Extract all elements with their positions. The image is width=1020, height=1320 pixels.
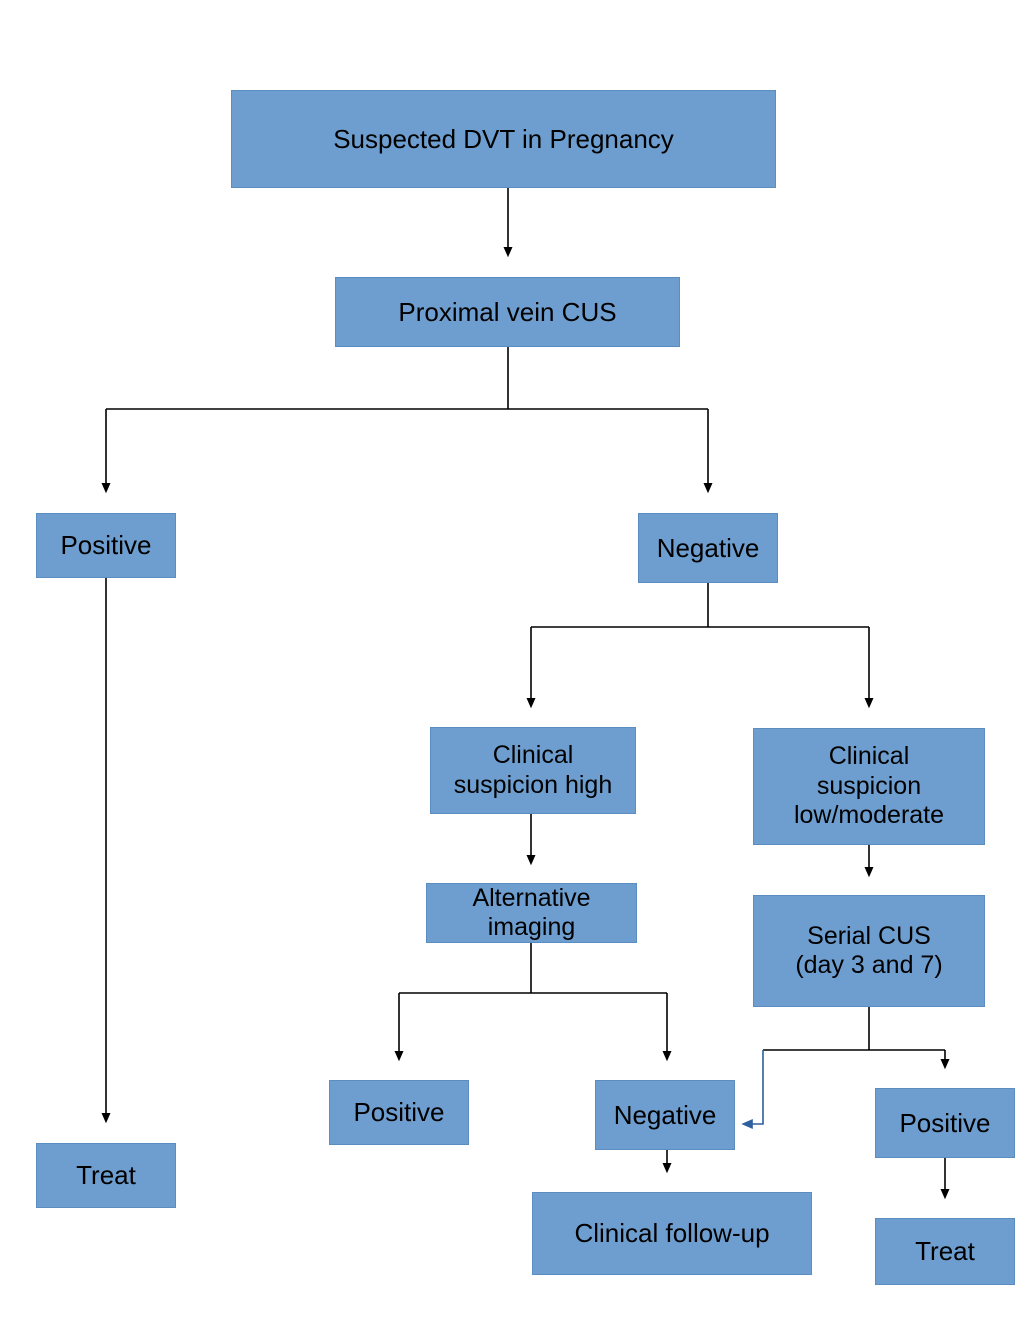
node-alternative-imaging[interactable]: Alternative imaging bbox=[426, 883, 637, 943]
node-clinical-suspicion-high[interactable]: Clinical suspicion high bbox=[430, 727, 636, 814]
node-suspected-dvt[interactable]: Suspected DVT in Pregnancy bbox=[231, 90, 776, 188]
node-cus-positive[interactable]: Positive bbox=[36, 513, 176, 578]
node-alt-imaging-negative[interactable]: Negative bbox=[595, 1080, 735, 1150]
node-serial-cus[interactable]: Serial CUS (day 3 and 7) bbox=[753, 895, 985, 1007]
node-cus-negative[interactable]: Negative bbox=[638, 513, 778, 583]
node-serial-cus-positive[interactable]: Positive bbox=[875, 1088, 1015, 1158]
node-proximal-vein-cus[interactable]: Proximal vein CUS bbox=[335, 277, 680, 347]
node-treat-right[interactable]: Treat bbox=[875, 1218, 1015, 1285]
edge-serial-cus-to-negative-box bbox=[741, 1050, 764, 1129]
node-clinical-follow-up[interactable]: Clinical follow-up bbox=[532, 1192, 812, 1275]
node-treat-left[interactable]: Treat bbox=[36, 1143, 176, 1208]
node-clinical-suspicion-low-moderate[interactable]: Clinical suspicion low/moderate bbox=[753, 728, 985, 845]
node-alt-imaging-positive[interactable]: Positive bbox=[329, 1080, 469, 1145]
